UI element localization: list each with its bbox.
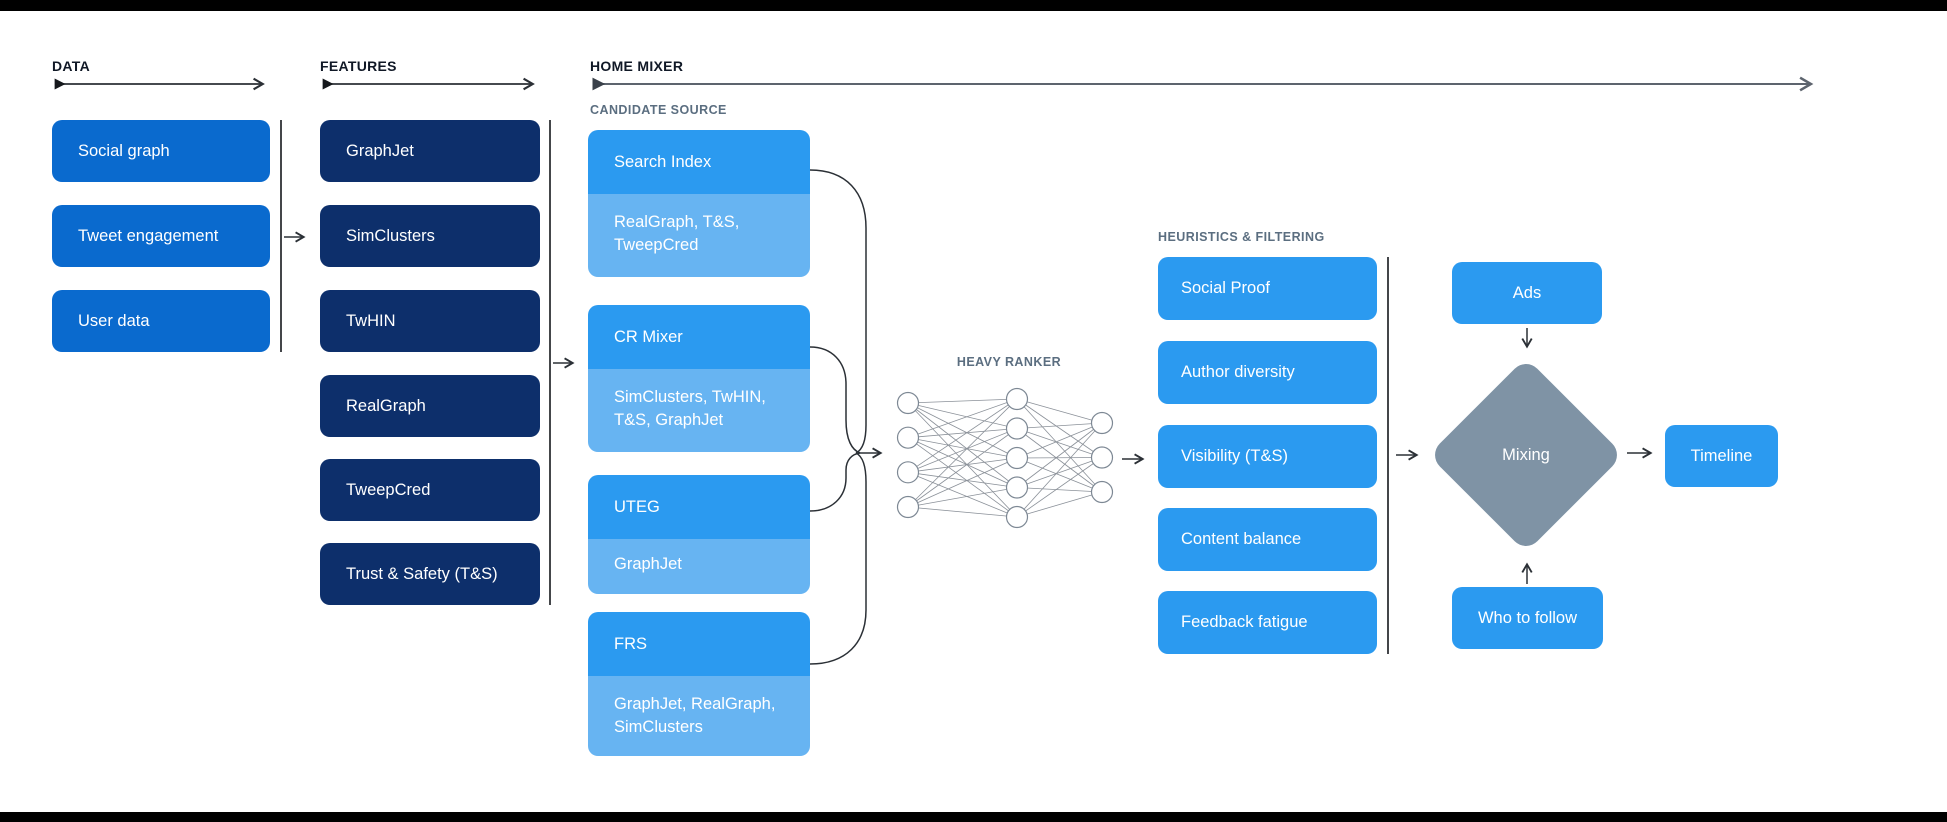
nn-edge (1016, 487, 1103, 493)
candidate-title: CR Mixer (588, 305, 810, 369)
nn-edge (1016, 491, 1103, 518)
feature-box-trust-safety: Trust & Safety (T&S) (320, 543, 540, 605)
candidate-group-uteg: UTEG GraphJet (588, 475, 810, 594)
nn-edge (907, 428, 1018, 508)
nn-edge (907, 402, 1018, 488)
nn-edge (907, 402, 1018, 429)
timeline-box: Timeline (1665, 425, 1778, 487)
nn-node (896, 495, 920, 519)
top-black-bar (0, 0, 1947, 11)
candidate-subtitle: SimClusters, TwHIN, T&S, GraphJet (588, 369, 810, 452)
candidate-subtitle: RealGraph, T&S, TweepCred (588, 194, 810, 277)
home-mixer-section-header: HOME MIXER (590, 58, 684, 74)
nn-edge (1016, 398, 1103, 493)
ads-box: Ads (1452, 262, 1602, 324)
candidate-group-cr-mixer: CR Mixer SimClusters, TwHIN, T&S, GraphJ… (588, 305, 810, 452)
heavy-ranker-network (896, 387, 1114, 529)
nn-edge (907, 428, 1018, 473)
candidate-title: FRS (588, 612, 810, 676)
heuristic-box-author-diversity: Author diversity (1158, 341, 1377, 404)
nn-edge (1016, 428, 1103, 493)
nn-edge (907, 471, 1018, 488)
nn-edge (907, 437, 1018, 488)
nn-edge (907, 487, 1018, 508)
nn-edge (907, 437, 1018, 459)
nn-edge (1016, 428, 1103, 458)
data-box-tweet-engagement: Tweet engagement (52, 205, 270, 267)
nn-edge (1016, 398, 1103, 424)
features-section-header: FEATURES (320, 58, 397, 74)
feature-box-realgraph: RealGraph (320, 375, 540, 437)
mixing-diamond-label: Mixing (1502, 446, 1550, 464)
heuristic-box-feedback-fatigue: Feedback fatigue (1158, 591, 1377, 654)
nn-node (896, 391, 920, 415)
heuristic-box-visibility: Visibility (T&S) (1158, 425, 1377, 488)
nn-edge (907, 402, 1018, 459)
connector-curve-search-index (809, 169, 867, 454)
nn-edge (1016, 422, 1103, 429)
nn-edge (907, 506, 1018, 518)
nn-edge (907, 457, 1018, 473)
nn-edge (907, 437, 1018, 518)
nn-node (1005, 476, 1029, 499)
heuristic-box-content-balance: Content balance (1158, 508, 1377, 571)
data-section-header: DATA (52, 58, 91, 74)
nn-edge (907, 457, 1018, 508)
heuristics-filtering-label: HEURISTICS & FILTERING (1158, 230, 1325, 244)
candidate-title: Search Index (588, 130, 810, 194)
candidate-title: UTEG (588, 475, 810, 539)
nn-edge (1016, 457, 1103, 493)
nn-edge (1016, 422, 1103, 488)
bottom-black-bar (0, 812, 1947, 822)
nn-node (896, 426, 920, 449)
nn-edge (1016, 422, 1103, 459)
nn-edge (907, 398, 1018, 508)
nn-edge (907, 428, 1018, 439)
nn-node (1090, 480, 1114, 504)
candidate-subtitle: GraphJet, RealGraph, SimClusters (588, 676, 810, 756)
nn-edge (907, 398, 1018, 439)
connector-curve-uteg (809, 452, 861, 512)
connector-curve-cr-mixer (809, 346, 861, 454)
feature-box-graphjet: GraphJet (320, 120, 540, 182)
nn-edge (907, 398, 1018, 473)
candidate-group-frs: FRS GraphJet, RealGraph, SimClusters (588, 612, 810, 756)
mixing-diamond (1435, 364, 1617, 546)
nn-node (1005, 387, 1029, 411)
feature-box-simclusters: SimClusters (320, 205, 540, 267)
who-to-follow-box: Who to follow (1452, 587, 1603, 649)
nn-edge (907, 402, 1018, 518)
data-box-user-data: User data (52, 290, 270, 352)
nn-node (1090, 411, 1114, 435)
nn-edge (1016, 457, 1103, 488)
nn-node (1005, 446, 1029, 470)
heavy-ranker-label: HEAVY RANKER (956, 355, 1062, 369)
nn-edge (1016, 422, 1103, 518)
nn-edge (907, 398, 1018, 404)
candidate-group-search-index: Search Index RealGraph, T&S, TweepCred (588, 130, 810, 277)
heuristic-box-social-proof: Social Proof (1158, 257, 1377, 320)
feature-box-twhin: TwHIN (320, 290, 540, 352)
feature-box-tweepcred: TweepCred (320, 459, 540, 521)
nn-node (1005, 417, 1029, 440)
connector-curve-frs (809, 452, 867, 665)
nn-edge (1016, 457, 1103, 518)
candidate-subtitle: GraphJet (588, 539, 810, 594)
nn-node (896, 461, 920, 484)
nn-edge (1016, 398, 1103, 458)
data-box-social-graph: Social graph (52, 120, 270, 182)
nn-node (1090, 446, 1114, 469)
nn-edge (1016, 457, 1103, 459)
candidate-source-label: CANDIDATE SOURCE (590, 103, 727, 117)
nn-node (1005, 505, 1029, 529)
nn-edge (907, 471, 1018, 518)
